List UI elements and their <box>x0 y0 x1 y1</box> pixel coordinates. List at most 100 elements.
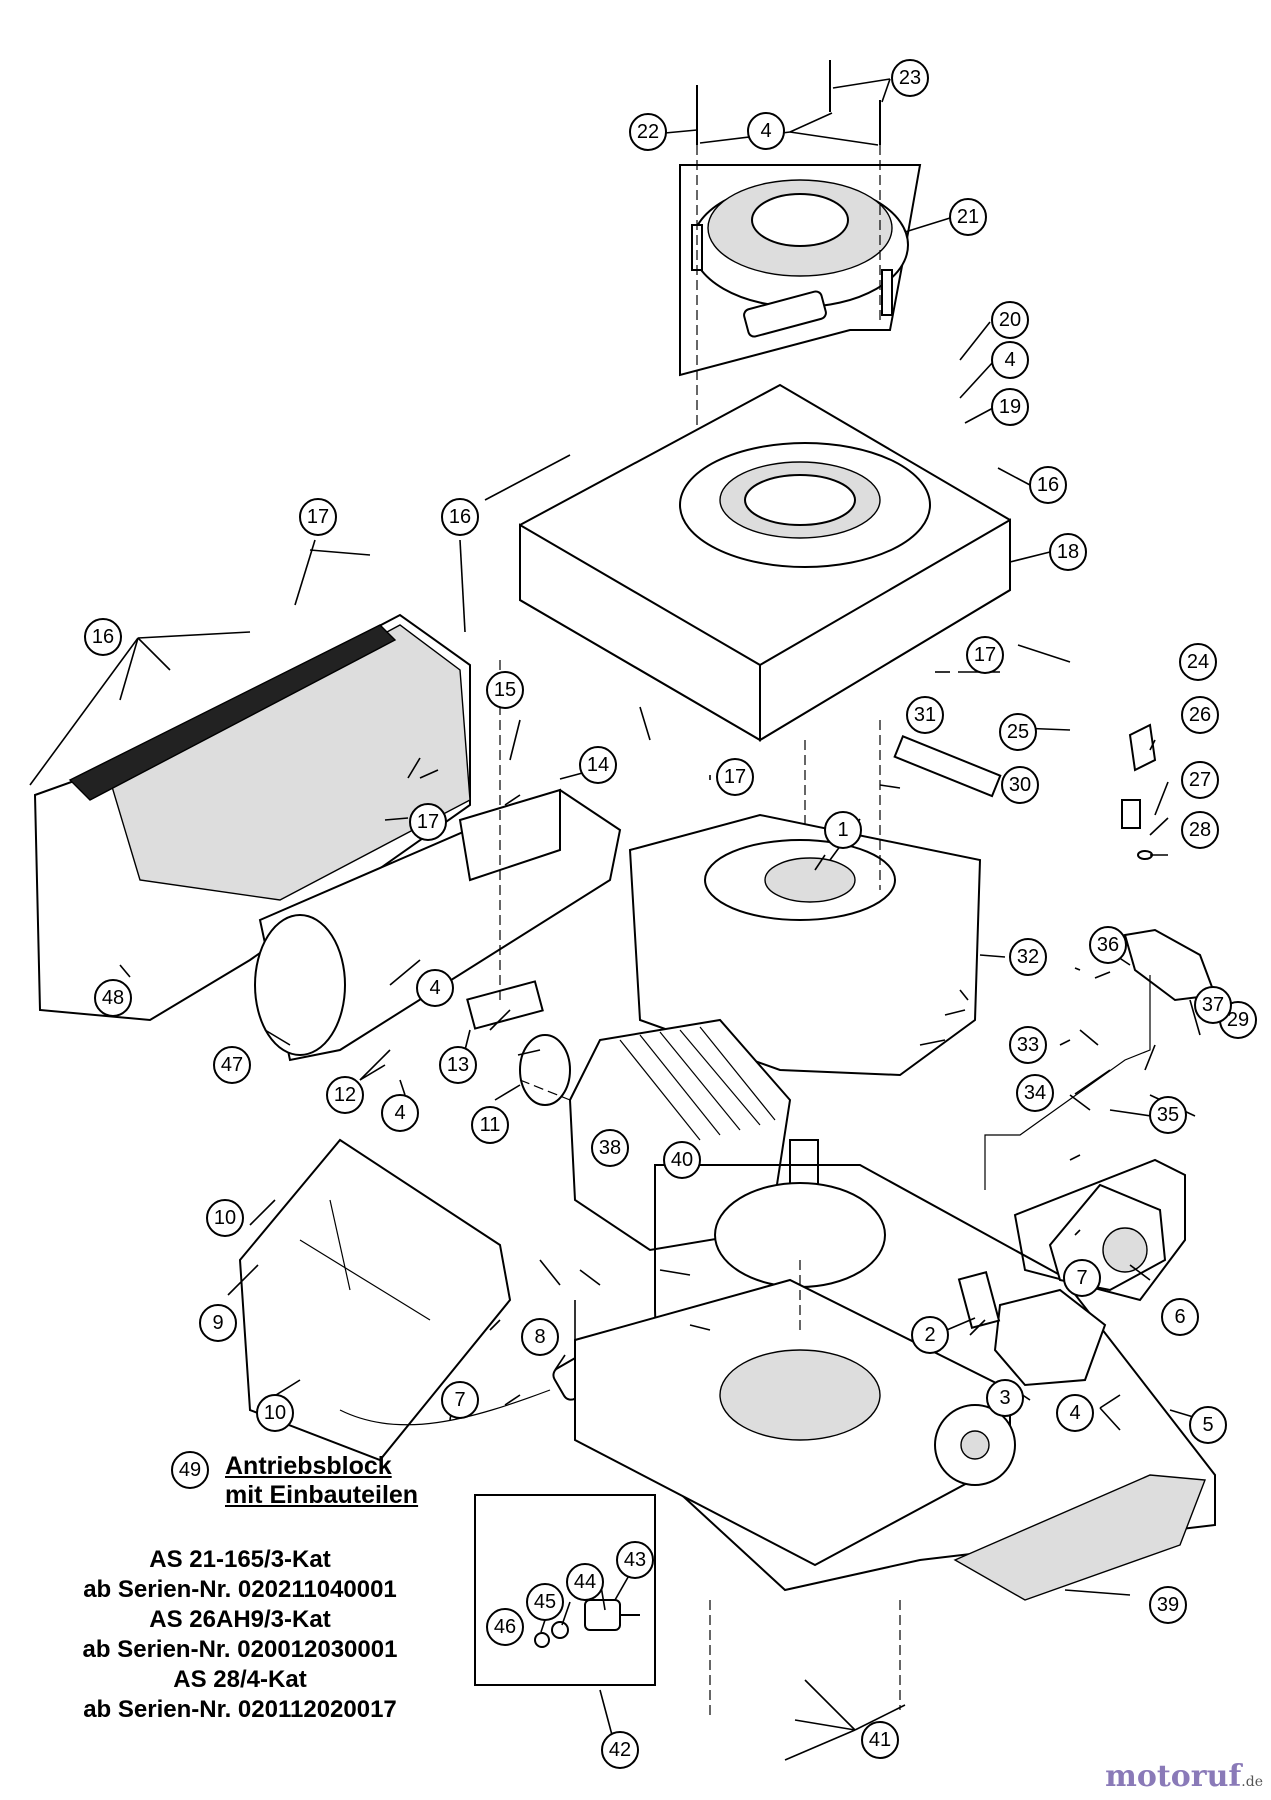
assembly-title-line2: mit Einbauteilen <box>225 1481 419 1509</box>
callout-44: 44 <box>566 1563 604 1601</box>
callout-number: 4 <box>1069 1402 1080 1424</box>
callout-47: 47 <box>213 1046 251 1084</box>
callout-18: 18 <box>1049 533 1087 571</box>
callout-number: 37 <box>1202 994 1224 1016</box>
callout-35: 35 <box>1149 1096 1187 1134</box>
callout-45: 45 <box>526 1583 564 1621</box>
callout-number: 17 <box>724 766 746 788</box>
callout-number: 25 <box>1007 721 1029 743</box>
callout-number: 12 <box>334 1084 356 1106</box>
callout-number: 33 <box>1017 1034 1039 1056</box>
watermark-tld: .de <box>1241 1774 1263 1790</box>
callout-42: 42 <box>601 1731 639 1769</box>
callout-bubbles: 1 2 3 4 4 4 4 4 5 6 7 7 8 9 10 10 11 12 … <box>84 59 1257 1769</box>
callout-4e: 4 <box>1056 1394 1094 1432</box>
callout-number: 21 <box>957 206 979 228</box>
callout-31: 31 <box>906 696 944 734</box>
callout-48: 48 <box>94 979 132 1017</box>
callout-17b: 17 <box>966 636 1004 674</box>
callout-number: 11 <box>480 1114 501 1136</box>
callout-number: 17 <box>417 811 439 833</box>
air-guide-cover <box>238 1138 512 1462</box>
callout-19: 19 <box>991 388 1029 426</box>
callout-number: 28 <box>1189 819 1211 841</box>
callout-39: 39 <box>1149 1586 1187 1624</box>
callout-number: 23 <box>899 67 921 89</box>
callout-number: 16 <box>1037 474 1059 496</box>
callout-number: 34 <box>1024 1082 1046 1104</box>
callout-2: 2 <box>911 1316 949 1354</box>
callout-16a: 16 <box>441 498 479 536</box>
assembly-title: Antriebsblock mit Einbauteilen <box>225 1452 418 1510</box>
callout-number: 41 <box>869 1729 891 1751</box>
callout-4a: 4 <box>747 112 785 150</box>
watermark-logo: motoruf.de <box>1105 1759 1263 1794</box>
callout-17c: 17 <box>716 758 754 796</box>
callout-36: 36 <box>1089 926 1127 964</box>
callout-13: 13 <box>439 1046 477 1084</box>
callout-4c: 4 <box>416 969 454 1007</box>
callout-12: 12 <box>326 1076 364 1114</box>
callout-38: 38 <box>591 1129 629 1167</box>
callout-number: 49 <box>179 1459 201 1481</box>
callout-40: 40 <box>663 1141 701 1179</box>
callout-11: 11 <box>471 1106 509 1144</box>
callout-number: 48 <box>102 987 124 1009</box>
damper-group <box>474 1494 656 1686</box>
callout-number: 35 <box>1157 1104 1179 1126</box>
callout-number: 30 <box>1009 774 1031 796</box>
callout-number: 6 <box>1174 1306 1185 1328</box>
callout-number: 22 <box>637 121 659 143</box>
model-line: ab Serien-Nr. 020112020017 <box>83 1696 397 1723</box>
callout-number: 10 <box>214 1207 236 1229</box>
callout-7a: 7 <box>1063 1259 1101 1297</box>
callout-28: 28 <box>1181 811 1219 849</box>
callout-43: 43 <box>616 1541 654 1579</box>
callout-number: 19 <box>999 396 1021 418</box>
callout-number: 4 <box>394 1102 405 1124</box>
callout-number: 40 <box>671 1149 693 1171</box>
callout-number: 47 <box>221 1054 243 1076</box>
callout-24: 24 <box>1179 643 1217 681</box>
callout-number: 38 <box>599 1137 621 1159</box>
callout-10b: 10 <box>256 1394 294 1432</box>
callout-number: 4 <box>429 977 440 999</box>
callout-number: 29 <box>1227 1009 1249 1031</box>
callout-15: 15 <box>486 671 524 709</box>
alignment-lines <box>499 660 901 1720</box>
callout-number: 24 <box>1187 651 1209 673</box>
blower-housing <box>519 383 1011 742</box>
callout-4b: 4 <box>991 341 1029 379</box>
callout-number: 44 <box>574 1571 596 1593</box>
callout-number: 7 <box>454 1389 465 1411</box>
callout-32: 32 <box>1009 938 1047 976</box>
callout-number: 1 <box>837 819 848 841</box>
callout-17d: 17 <box>409 803 447 841</box>
callout-number: 14 <box>587 754 609 776</box>
model-line: ab Serien-Nr. 020012030001 <box>82 1636 398 1663</box>
callout-21: 21 <box>949 198 987 236</box>
callout-16b: 16 <box>1029 466 1067 504</box>
callout-number: 10 <box>264 1402 286 1424</box>
recoil-starter-group <box>679 164 922 377</box>
callout-5: 5 <box>1189 1406 1227 1444</box>
callout-number: 32 <box>1017 946 1039 968</box>
callout-41: 41 <box>861 1721 899 1759</box>
callout-37: 37 <box>1194 986 1232 1024</box>
model-list: AS 21-165/3-Kat ab Serien-Nr. 0202110400… <box>40 1545 440 1725</box>
callout-23: 23 <box>891 59 929 97</box>
callout-number: 46 <box>494 1616 516 1638</box>
callout-number: 43 <box>624 1549 646 1571</box>
callout-27: 27 <box>1181 761 1219 799</box>
callout-number: 17 <box>974 644 996 666</box>
callout-number: 42 <box>609 1739 631 1761</box>
callout-number: 7 <box>1076 1267 1087 1289</box>
callout-14: 14 <box>579 746 617 784</box>
callout-number: 3 <box>999 1387 1010 1409</box>
muffler <box>254 788 622 1062</box>
callout-6: 6 <box>1161 1298 1199 1336</box>
callout-number: 31 <box>914 704 936 726</box>
guard-housing <box>33 613 471 1022</box>
callout-number: 15 <box>494 679 516 701</box>
